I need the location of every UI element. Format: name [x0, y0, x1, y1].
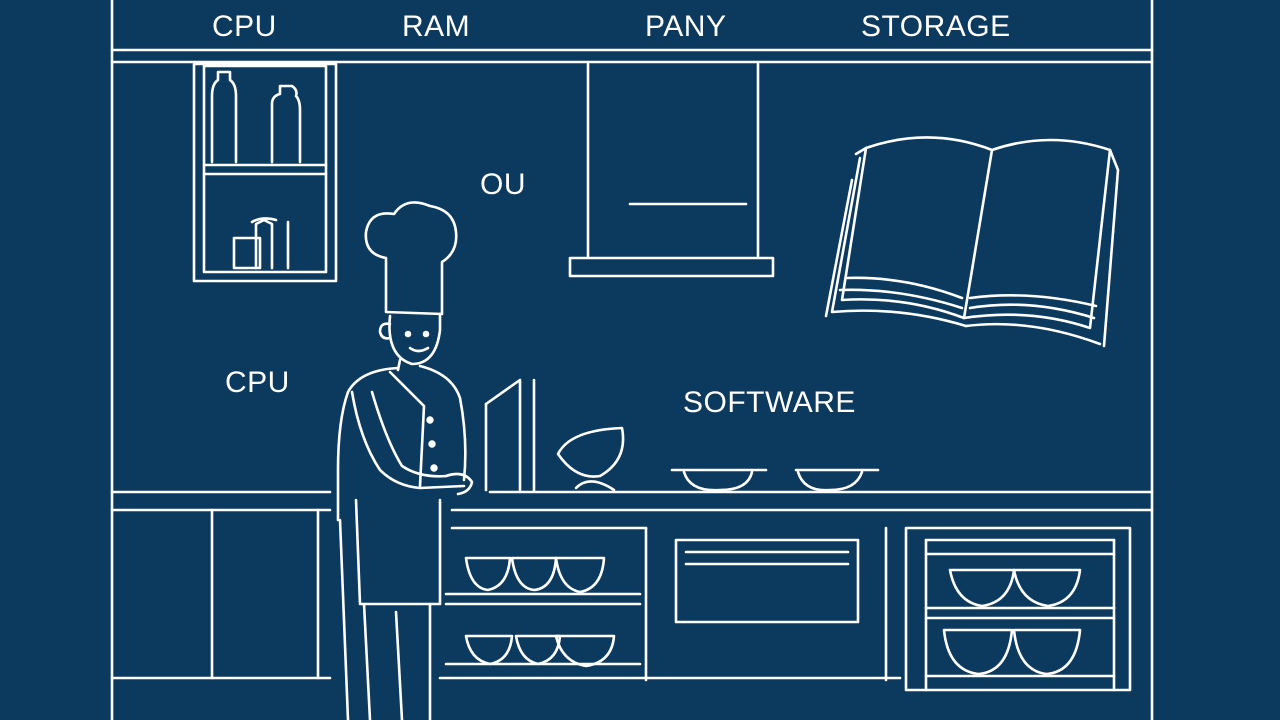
label-top-storage: STORAGE — [861, 10, 1011, 43]
countertop — [110, 490, 1154, 512]
label-ou: OU — [480, 168, 526, 201]
monitor-icon — [484, 378, 536, 492]
range-hood — [568, 62, 775, 278]
label-top-pany: PANY — [645, 10, 727, 43]
label-top-cpu: CPU — [212, 10, 277, 43]
label-software: SOFTWARE — [683, 386, 856, 419]
wall-shelf — [192, 62, 338, 283]
bottle-icon — [210, 70, 302, 164]
lower-cabinet-right — [904, 526, 1132, 692]
bowl-icon — [556, 426, 880, 492]
label-cpu-left: CPU — [225, 366, 290, 399]
chef-figure — [336, 201, 474, 720]
lower-cabinet-left — [110, 508, 332, 680]
jars-icon — [232, 217, 290, 270]
bowl-shelf — [444, 526, 648, 682]
frame — [110, 0, 1154, 720]
label-top-ram: RAM — [402, 10, 471, 43]
chef-hat-icon — [364, 201, 458, 316]
oven — [674, 526, 888, 682]
open-book-icon — [824, 136, 1120, 348]
